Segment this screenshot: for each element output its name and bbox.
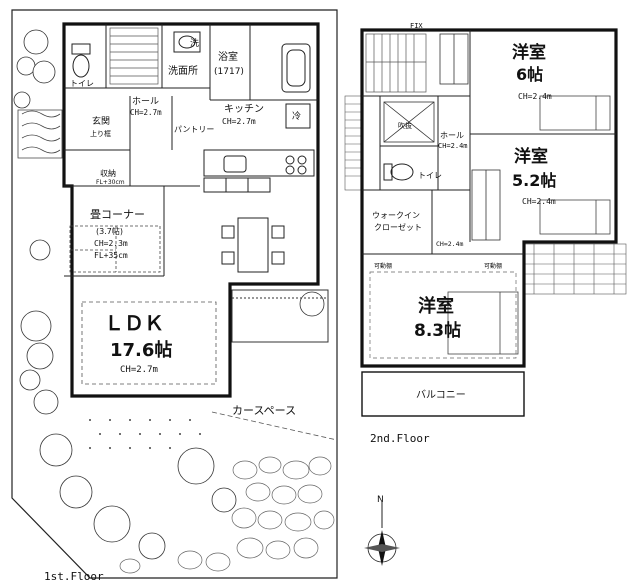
bathtub xyxy=(281,43,311,93)
kitchen-ch-label: CH=2.7m xyxy=(222,117,256,126)
floor1-caption: 1st.Floor xyxy=(44,570,104,583)
kitchen-counter xyxy=(203,149,315,193)
floor2-outer-wall xyxy=(360,28,618,368)
tatami-ch-label: CH=2.3m xyxy=(94,239,128,248)
hall1-ch-label: CH=2.7m xyxy=(130,108,162,117)
fix-mark: FIX xyxy=(410,22,423,30)
room3-label: 洋室 xyxy=(418,295,454,317)
ldk-label: ＬＤＫ xyxy=(104,311,164,335)
floor2-toilet-fixture xyxy=(383,163,414,181)
kitchen-label: キッチン xyxy=(224,103,264,115)
closet-shelves xyxy=(439,33,501,241)
floor1-toilet-fixture xyxy=(71,43,91,78)
carport-label: カースペース xyxy=(232,404,296,417)
wash-mark: 洗 xyxy=(190,37,199,49)
floor1-interior-walls xyxy=(64,24,318,277)
tatami-size-label: (3.7帖) xyxy=(96,226,123,236)
fridge-mark: 冷 xyxy=(292,110,301,122)
toilet1-label: トイレ xyxy=(70,79,94,88)
ldk-size-label: 17.6帖 xyxy=(110,339,172,361)
washbasin xyxy=(173,31,201,53)
roof-right xyxy=(523,243,627,295)
bath-size-label: (1717) xyxy=(214,67,244,77)
entry-path xyxy=(17,109,63,159)
dining-set xyxy=(221,217,285,273)
floor1-plan: ＬＤＫ 17.6帖 CH=2.7m キッチン CH=2.7m 冷 浴室 (171… xyxy=(11,9,338,583)
roof-left xyxy=(344,95,364,191)
room2-size: 5.2帖 xyxy=(512,171,556,190)
floor2-plan: 洋室 6帖 CH=2.4m 洋室 5.2帖 CH=2.4m 洋室 8.3帖 ホー… xyxy=(344,22,627,445)
room3-size: 8.3帖 xyxy=(414,320,461,341)
balcony-label: バルコニー xyxy=(416,389,466,401)
hall2-ch: CH=2.4m xyxy=(438,142,468,150)
tatami-label: 畳コーナー xyxy=(90,208,145,221)
closet-label: ウォークイン xyxy=(372,211,420,220)
tatami-mats xyxy=(69,225,161,273)
garden-planting xyxy=(13,29,325,560)
hall2-label: ホール xyxy=(440,131,464,140)
north-label: N xyxy=(377,495,384,505)
north-arrow-icon xyxy=(364,502,400,566)
room3-floorheat xyxy=(369,271,517,359)
room1-ch: CH=2.4m xyxy=(518,92,552,101)
floor2-interior-walls xyxy=(362,30,616,255)
closet-ch: CH=2.4m xyxy=(436,240,463,248)
storage-label: 収納 xyxy=(100,168,116,178)
bath-label: 浴室 xyxy=(218,50,238,63)
hall1-label: ホール xyxy=(132,96,159,107)
void-box xyxy=(383,101,435,143)
room1-label: 洋室 xyxy=(512,42,546,63)
carport-guide xyxy=(211,411,338,441)
pantry-label: パントリー xyxy=(174,125,214,134)
floor1-stairs xyxy=(109,27,159,85)
porch-dots xyxy=(89,419,201,449)
floor2-caption: 2nd.Floor xyxy=(370,432,430,445)
shelf-label-1: 可動棚 xyxy=(374,262,392,270)
room2-label: 洋室 xyxy=(514,146,548,167)
terrace-deck xyxy=(231,289,329,343)
entrance-note: 上り框 xyxy=(90,129,111,138)
closet-label-2: クローゼット xyxy=(374,222,422,232)
room2-ch: CH=2.4m xyxy=(522,197,556,206)
entrance-label: 玄関 xyxy=(92,115,110,127)
balcony xyxy=(361,371,525,417)
toilet2-label: トイレ xyxy=(418,171,442,180)
storage-note: FL+30cm xyxy=(96,179,125,186)
floor2-stairs xyxy=(365,33,427,93)
room1-size: 6帖 xyxy=(516,65,543,84)
ldk-ch-label: CH=2.7m xyxy=(120,365,158,375)
stone-paving xyxy=(119,456,335,574)
fridge xyxy=(285,103,311,129)
site-boundary xyxy=(11,9,338,579)
beds xyxy=(447,95,611,355)
ldk-floorheat-zone xyxy=(81,301,217,385)
shelf-label-2: 可動棚 xyxy=(484,262,502,270)
tatami-fl-label: FL+35cm xyxy=(94,251,128,260)
void-mark: 吹抜 xyxy=(398,121,412,130)
washroom-label: 洗面所 xyxy=(168,65,198,77)
